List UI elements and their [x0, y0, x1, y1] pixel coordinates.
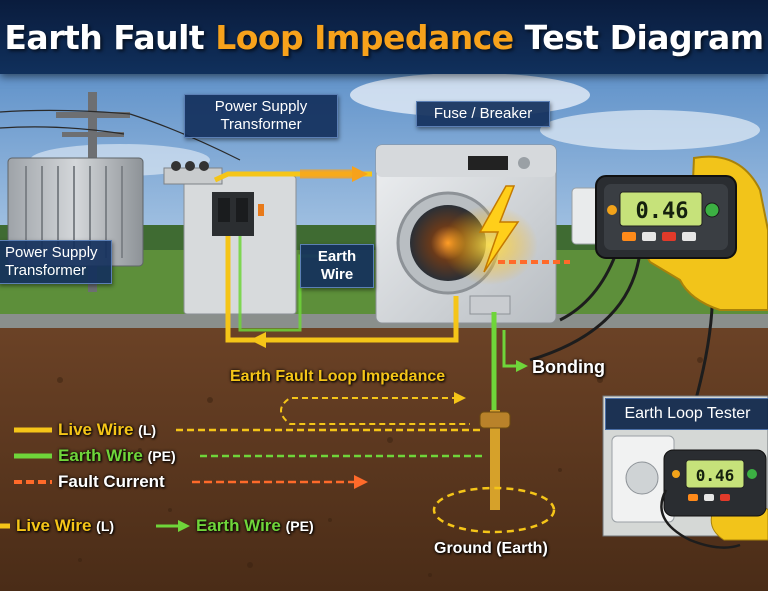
ground-ring	[432, 486, 556, 534]
earth-clamp	[479, 411, 511, 429]
callout-fuse-breaker: Fuse / Breaker	[416, 101, 550, 127]
callout-transformer-top: Power Supply Transformer	[184, 94, 338, 138]
bottom-legend-earth-wire-code: (PE)	[285, 518, 314, 534]
earth-loop-tester-label: Earth Loop Tester	[605, 398, 768, 430]
earth-fault-loop-label: Earth Fault Loop Impedance	[230, 368, 446, 385]
title-part-3: Test Diagram	[513, 17, 764, 57]
loop-arrowhead	[454, 392, 466, 404]
earth-rod	[490, 410, 500, 510]
legend-live-wire-code: (L)	[138, 422, 157, 438]
meter-cable	[529, 251, 642, 362]
callout-earth-wire: Earth Wire	[300, 244, 374, 288]
legend-fault-current-text: Fault Current	[58, 472, 165, 491]
inset-socket-hole	[625, 461, 659, 495]
live-wire-arrowhead	[352, 166, 368, 182]
meter-reading: 0.46	[636, 199, 689, 224]
legend-earth-wire-text: Earth Wire	[58, 446, 143, 465]
bottom-legend-live-wire-code: (L)	[96, 518, 115, 534]
legend-fault-current: Fault Current	[58, 472, 165, 492]
bonding-arrowhead	[516, 360, 528, 372]
bottom-legend-earth-arrowhead	[178, 520, 190, 532]
legend-fault-arrowhead	[354, 475, 368, 489]
meter-reading-small: 0.46	[696, 466, 735, 485]
page-title: Earth Fault Loop Impedance Test Diagram	[4, 17, 764, 57]
legend-earth-wire: Earth Wire (PE)	[58, 446, 176, 466]
inset-cable	[660, 489, 741, 549]
soil-texture	[57, 357, 703, 577]
legend-live-wire-text: Live Wire	[58, 420, 134, 439]
bottom-legend-earth-wire: Earth Wire (PE)	[196, 516, 314, 536]
title-highlight: Loop Impedance	[215, 17, 514, 57]
bottom-legend-live-wire-text: Live Wire	[16, 516, 92, 535]
return-arrowhead	[250, 332, 266, 348]
ground-label: Ground (Earth)	[434, 540, 548, 557]
cloud	[540, 110, 760, 150]
loop-impedance-path	[280, 397, 470, 425]
live-return-route	[225, 236, 459, 343]
bottom-legend-earth-wire-text: Earth Wire	[196, 516, 281, 535]
title-bar: Earth Fault Loop Impedance Test Diagram	[0, 0, 768, 74]
bonding-label: Bonding	[532, 357, 605, 377]
legend-earth-wire-code: (PE)	[147, 448, 176, 464]
callout-transformer-left: Power Supply Transformer	[0, 240, 112, 284]
legend-live-wire: Live Wire (L)	[58, 420, 156, 440]
loop-tester-main	[595, 175, 737, 259]
bottom-legend-live-wire: Live Wire (L)	[16, 516, 114, 536]
title-part-1: Earth Fault	[4, 17, 216, 57]
washing-machine	[375, 144, 557, 324]
loop-tester-small	[663, 449, 767, 517]
